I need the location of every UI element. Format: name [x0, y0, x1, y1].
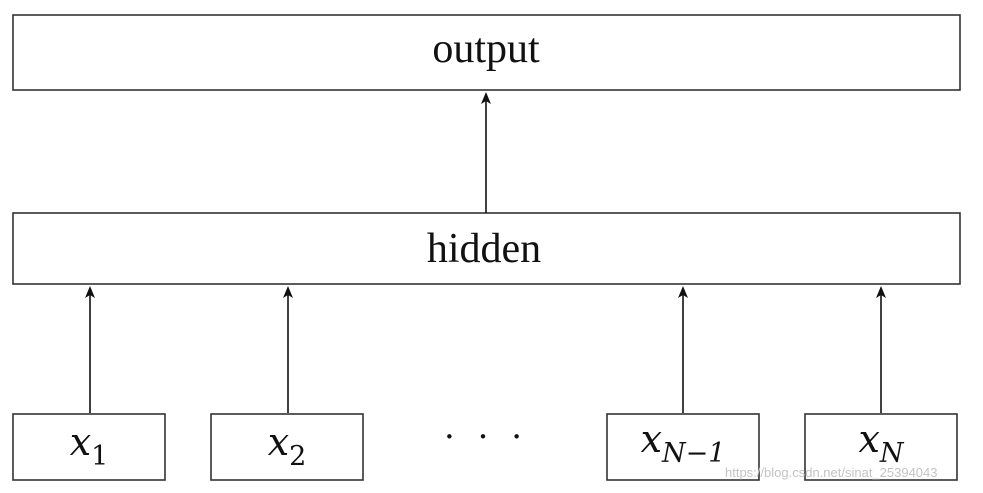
variable-base: x: [70, 420, 91, 464]
variable-base: x: [268, 420, 289, 464]
input-label: xN−1: [641, 417, 726, 469]
output-layer: output: [12, 14, 961, 91]
input-box: [804, 413, 958, 481]
input-label: x2: [268, 420, 307, 472]
hidden-box: [12, 212, 961, 285]
input-box: [210, 413, 364, 481]
hidden-label: hidden: [427, 226, 541, 272]
ellipsis: · · ·: [444, 417, 528, 457]
input-box: [606, 413, 760, 481]
input-node-1: x1: [12, 413, 166, 481]
input-node-n-minus-1: xN−1: [606, 413, 760, 481]
input-label: xN: [858, 417, 904, 469]
watermark: https://blog.csdn.net/sinat_25394043: [725, 465, 938, 480]
variable-subscript: N: [879, 438, 905, 469]
variable-base: x: [858, 417, 879, 461]
variable-base: x: [641, 417, 662, 461]
variable-subscript: N−1: [661, 438, 725, 469]
hidden-layer: hidden: [12, 212, 961, 285]
variable-subscript: 1: [91, 441, 108, 472]
output-box: [12, 14, 961, 91]
output-label: output: [432, 26, 540, 72]
input-label: x1: [70, 420, 109, 472]
input-node-2: x2: [210, 413, 364, 481]
input-box: [12, 413, 166, 481]
variable-subscript: 2: [289, 441, 306, 472]
input-node-n: xN: [804, 413, 958, 481]
